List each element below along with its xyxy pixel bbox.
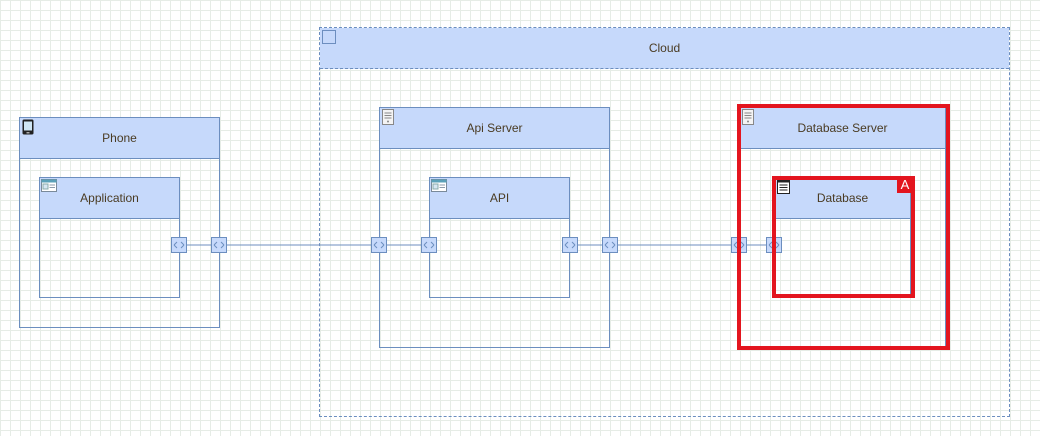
phone-icon bbox=[22, 119, 34, 135]
api-header: API bbox=[430, 178, 569, 219]
database-server-selection-highlight bbox=[737, 104, 950, 350]
port-arrows-icon bbox=[213, 241, 225, 249]
api-server-header: Api Server bbox=[380, 108, 609, 149]
database-server-header: Database Server bbox=[740, 108, 945, 149]
cloud-icon bbox=[322, 30, 336, 44]
port-arrows-icon bbox=[423, 241, 435, 249]
server-icon bbox=[742, 109, 754, 125]
phone-header: Phone bbox=[20, 118, 219, 159]
api-server-node[interactable]: Api Server bbox=[379, 107, 610, 348]
port-arrows-icon bbox=[564, 241, 576, 249]
port-arrows-icon bbox=[768, 241, 780, 249]
database-selection-highlight bbox=[772, 176, 915, 298]
cloud-container[interactable]: Cloud bbox=[319, 27, 1010, 417]
server-icon bbox=[382, 109, 394, 125]
cloud-header: Cloud bbox=[320, 28, 1009, 69]
api-server-left-port[interactable] bbox=[371, 237, 387, 253]
phone-port[interactable] bbox=[211, 237, 227, 253]
port-arrows-icon bbox=[173, 241, 185, 249]
database-server-label: Database Server bbox=[797, 121, 888, 135]
application-label: Application bbox=[80, 191, 139, 205]
phone-node[interactable]: Phone bbox=[19, 117, 220, 328]
port-arrows-icon bbox=[733, 241, 745, 249]
phone-label: Phone bbox=[102, 131, 137, 145]
database-header: Database bbox=[775, 178, 910, 219]
api-server-label: Api Server bbox=[466, 121, 523, 135]
port-arrows-icon bbox=[604, 241, 616, 249]
application-component[interactable]: Application bbox=[39, 177, 180, 298]
selection-badge: A bbox=[897, 177, 913, 193]
api-left-port[interactable] bbox=[421, 237, 437, 253]
port-arrows-icon bbox=[373, 241, 385, 249]
application-window-icon bbox=[41, 179, 57, 192]
application-port[interactable] bbox=[171, 237, 187, 253]
api-right-port[interactable] bbox=[562, 237, 578, 253]
api-server-right-port[interactable] bbox=[602, 237, 618, 253]
database-label: Database bbox=[816, 191, 869, 205]
application-header: Application bbox=[40, 178, 179, 219]
api-window-icon bbox=[431, 179, 447, 192]
cloud-label: Cloud bbox=[648, 41, 681, 55]
api-component[interactable]: API bbox=[429, 177, 570, 298]
api-label: API bbox=[489, 191, 510, 205]
